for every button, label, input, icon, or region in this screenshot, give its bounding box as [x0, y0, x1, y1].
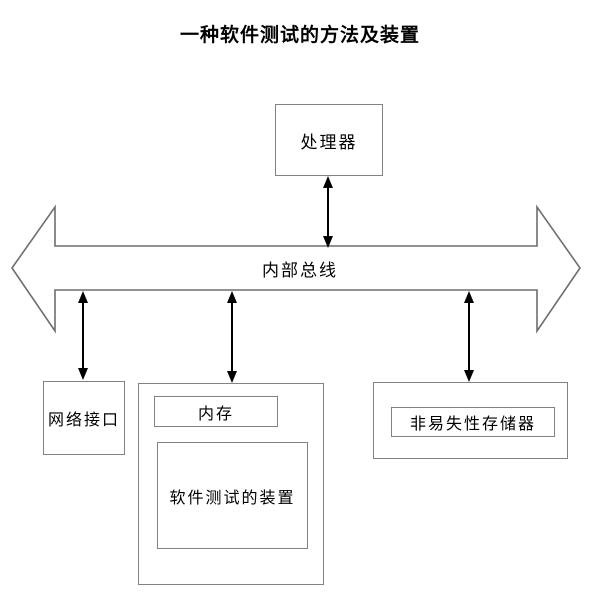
- figure-title: 一种软件测试的方法及装置: [179, 25, 420, 46]
- software-testing-device-box: 软件测试的装置: [157, 442, 308, 549]
- network-interface-box: 网络接口: [43, 381, 125, 455]
- processor-box: 处理器: [275, 104, 383, 176]
- nonvolatile-memory-box: 非易失性存储器: [391, 407, 555, 437]
- internal-bus-arrow: [11, 204, 581, 334]
- software-testing-device-label: 软件测试的装置: [169, 489, 296, 507]
- connector-bus-nonvolatile-memory: [464, 291, 474, 382]
- memory-label: 内存: [197, 405, 234, 423]
- network-interface-label: 网络接口: [47, 412, 120, 429]
- connector-processor-bus: [323, 176, 333, 248]
- nonvolatile-memory-label: 非易失性存储器: [409, 416, 536, 433]
- processor-label: 处理器: [300, 132, 358, 152]
- memory-container-box: [138, 383, 324, 585]
- connector-bus-memory: [227, 291, 237, 383]
- nonvolatile-memory-outer-box: [373, 382, 568, 459]
- memory-box: 内存: [154, 396, 278, 427]
- internal-bus-shape: [11, 204, 581, 334]
- connector-bus-network-interface: [78, 291, 88, 380]
- internal-bus-label: 内部总线: [262, 261, 338, 280]
